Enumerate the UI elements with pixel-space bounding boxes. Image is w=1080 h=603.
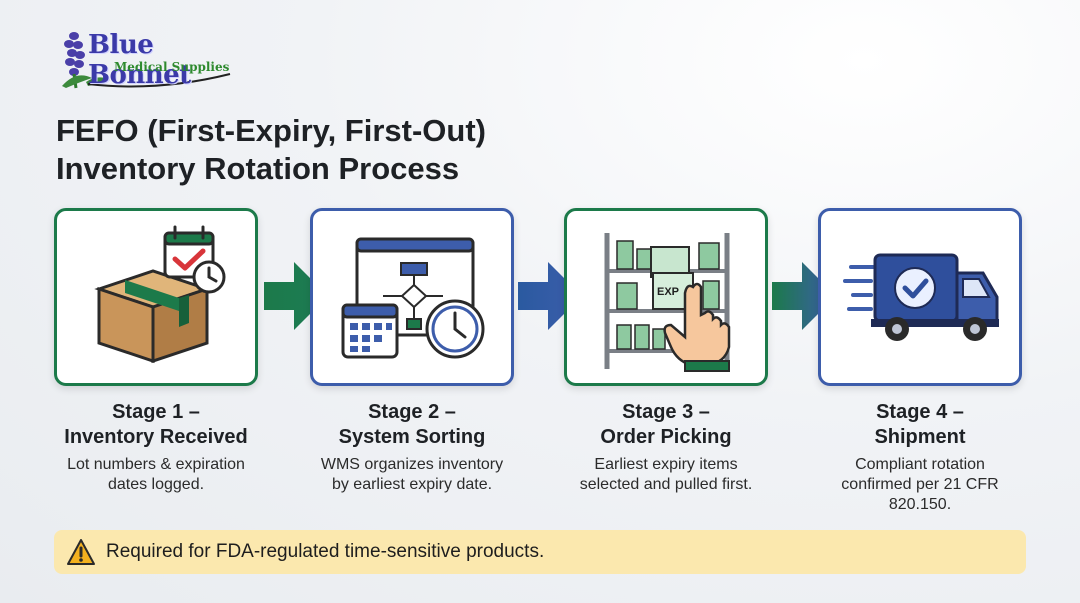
banner-text: Required for FDA-regulated time-sensitiv… [106, 541, 545, 562]
stage-4-card [818, 208, 1022, 386]
truck-check-icon [843, 253, 999, 341]
stage-3-desc-line-2: selected and pulled first. [579, 476, 753, 493]
stage-1-description: Lot numbers & expiration dates logged. [26, 455, 286, 495]
page-title-line-1: FEFO (First-Expiry, First-Out) [56, 113, 486, 148]
stage-2-card [310, 208, 514, 386]
bluebonnet-flower-icon [62, 32, 231, 89]
page-title-line-2: Inventory Rotation Process [56, 151, 460, 186]
stage-2-title: Stage 2 – System Sorting [282, 400, 542, 450]
stage-4-description: Compliant rotation confirmed per 21 CFR … [790, 455, 1050, 515]
arrow-right-icon [264, 262, 328, 330]
stage-3-desc-line-1: Earliest expiry items [594, 456, 738, 473]
stage-4-number: Stage 4 – [876, 401, 964, 423]
stage-2-desc-line-2: by earliest expiry date. [331, 476, 493, 493]
stage-4-desc-line-2: confirmed per 21 CFR [841, 476, 999, 493]
stage-4-desc-line-1: Compliant rotation [855, 456, 985, 473]
stage-3-card: EXP [564, 208, 768, 386]
stage-3-name: Order Picking [600, 426, 732, 448]
stage-2-number: Stage 2 – [368, 401, 456, 423]
shelf-hand-pick-icon: EXP [604, 233, 731, 372]
exp-label: EXP [657, 286, 679, 298]
logo-line-1: Blue Bonnet [88, 30, 191, 90]
box-calendar-clock-icon [94, 225, 226, 364]
compliance-banner: Required for FDA-regulated time-sensitiv… [54, 530, 1026, 574]
stage-4-title: Stage 4 – Shipment [790, 400, 1050, 450]
stage-2-desc-line-1: WMS organizes inventory [320, 456, 504, 473]
company-logo: Blue Bonnet Medical Supplies [58, 26, 248, 92]
warning-icon [67, 539, 95, 565]
stage-1-desc-line-2: dates logged. [107, 476, 205, 493]
stage-4-name: Shipment [874, 426, 966, 448]
stage-3-title: Stage 3 – Order Picking [536, 400, 796, 450]
stage-2-description: WMS organizes inventory by earliest expi… [282, 455, 542, 495]
stage-2-name: System Sorting [338, 426, 486, 448]
logo-line-2: Medical Supplies [114, 60, 230, 74]
stage-1-title: Stage 1 – Inventory Received [26, 400, 286, 450]
arrow-right-icon [772, 262, 836, 330]
stage-1-card [54, 208, 258, 386]
stage-4-desc-line-3: 820.150. [888, 496, 952, 513]
stage-3-number: Stage 3 – [622, 401, 710, 423]
stage-1-desc-line-1: Lot numbers & expiration [67, 456, 245, 473]
stage-3-description: Earliest expiry items selected and pulle… [536, 455, 796, 495]
stage-1-number: Stage 1 – [112, 401, 200, 423]
stage-1-name: Inventory Received [64, 426, 248, 448]
page-title: FEFO (First-Expiry, First-Out) Inventory… [56, 112, 676, 188]
arrow-right-icon [518, 262, 582, 330]
flowchart-calendar-clock-icon [341, 237, 485, 359]
